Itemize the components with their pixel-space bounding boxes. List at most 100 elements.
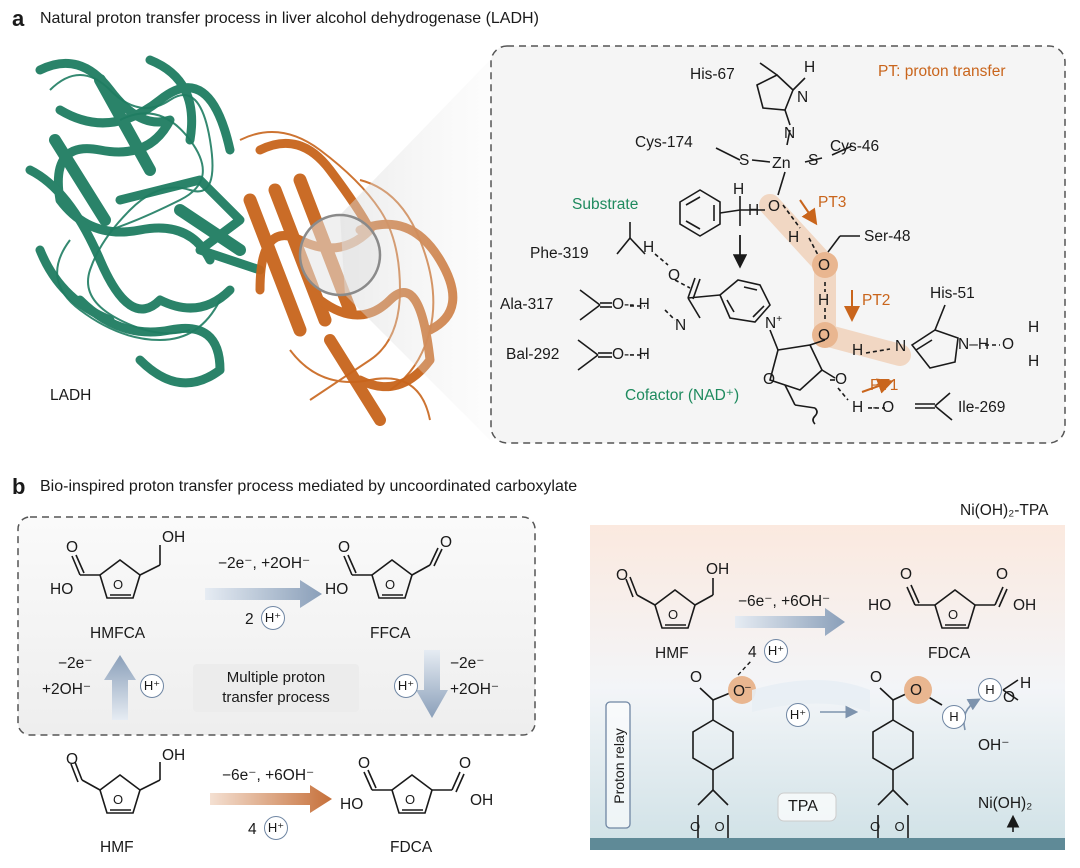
hmf-o1: O <box>66 751 79 768</box>
r-fdca-ring-o: O <box>948 607 959 622</box>
amide-n: N <box>675 317 687 334</box>
panel-a-letter: a <box>12 6 25 31</box>
ile-h: H -- O <box>852 399 895 416</box>
fdca-o2: O <box>459 755 472 772</box>
fdca-o1: O <box>358 755 371 772</box>
ribose-o1: O <box>818 327 831 344</box>
pt2-label: PT2 <box>862 292 891 309</box>
r-hmf-label: HMF <box>655 645 689 662</box>
bottom-h-count: 4 <box>248 821 257 838</box>
water-h2: H <box>1028 353 1040 370</box>
ile269-label: Ile-269 <box>958 399 1006 416</box>
cofactor-label: Cofactor (NAD⁺) <box>625 387 740 404</box>
ribose-o2: O <box>763 371 776 388</box>
ser48-label: Ser-48 <box>864 228 911 245</box>
water-h2-r: H <box>1020 675 1032 692</box>
anchor-o2: O O <box>870 819 905 834</box>
r-fdca-ho: HO <box>868 597 892 614</box>
bal292-label: Bal-292 <box>506 346 560 363</box>
protein-teal-chain <box>25 55 265 388</box>
pt-legend: PT: proton transfer <box>878 63 1006 80</box>
his67-label: His-67 <box>690 66 735 83</box>
catalyst-label: Ni(OH)₂-TPA <box>960 502 1049 519</box>
water-o-r: O <box>1003 689 1016 706</box>
r-h-plus-top: H⁺ <box>764 639 788 663</box>
water-h1: H <box>1028 319 1040 336</box>
oh-minus-label: OH⁻ <box>978 737 1010 754</box>
hmf-ring-o: O <box>113 792 124 807</box>
r-fdca-o2: O <box>996 566 1009 583</box>
tpa2-o: O <box>870 669 883 686</box>
proton-relay-text: Proton relay <box>611 728 627 804</box>
protein-label: LADH <box>50 387 92 404</box>
ribose-o3: O <box>835 371 848 388</box>
ala-oh: O-- H <box>612 296 650 313</box>
ffca-o1: O <box>338 539 351 556</box>
his51-label: His-51 <box>930 285 975 302</box>
ffca-o2: O <box>440 534 453 551</box>
bottom-h-plus: H⁺ <box>264 816 288 840</box>
pt1-label: PT1 <box>870 377 899 394</box>
left-h-plus: H⁺ <box>140 674 164 698</box>
tpa1-o: O <box>690 669 703 686</box>
s2-label: S <box>808 152 819 169</box>
top-arrow-label: −2e⁻, +2OH⁻ <box>218 555 311 572</box>
anchor-o1: O O <box>690 819 725 834</box>
right-arrow-line2: +2OH⁻ <box>450 681 500 698</box>
panel-b-title: Bio-inspired proton transfer process med… <box>40 478 578 495</box>
panel-b-letter: b <box>12 474 26 499</box>
r-fdca-label: FDCA <box>928 645 971 662</box>
water-h: H <box>978 678 1002 702</box>
ffca-label: FFCA <box>370 625 411 642</box>
r-arrow-label: −6e⁻, +6OH⁻ <box>738 593 831 610</box>
ser-o: O <box>818 257 831 274</box>
bal-oh: O-- H <box>612 346 650 363</box>
tpa2-oh-o: O <box>910 682 923 699</box>
zoom-circle <box>298 213 382 297</box>
pt3-h: H <box>788 229 800 246</box>
phe319-label: Phe-319 <box>530 245 589 262</box>
pt2-h: H <box>818 292 830 309</box>
amide-o: O <box>668 267 681 284</box>
center-line2: transfer process <box>222 689 330 706</box>
hmfca-label: HMFCA <box>90 625 146 642</box>
r-hmf-o: O <box>616 567 629 584</box>
water-o: O <box>1002 336 1015 353</box>
tpa1-o-minus: O– <box>733 682 751 701</box>
pt1-h: H <box>852 342 864 359</box>
r-h-plus-transfer: H⁺ <box>786 703 810 727</box>
s1-label: S <box>739 152 750 169</box>
proton-relay-label: Proton relay <box>609 708 627 824</box>
fdca-label: FDCA <box>390 839 433 856</box>
hmfca-o1: O <box>66 539 79 556</box>
ala317-label: Ala-317 <box>500 296 554 313</box>
his51-n1: N <box>895 338 907 355</box>
fdca-oh: OH <box>470 792 494 809</box>
fdca-ho: HO <box>340 796 364 813</box>
r-hmf-ring-o: O <box>668 607 679 622</box>
r-hmf-oh: OH <box>706 561 730 578</box>
pyr-n: N+ <box>765 314 783 333</box>
r-h-count: 4 <box>748 644 757 661</box>
cys174-label: Cys-174 <box>635 134 693 151</box>
right-h-plus: H⁺ <box>394 674 418 698</box>
pt3-label: PT3 <box>818 194 847 211</box>
phe-h: H <box>643 239 655 256</box>
sub-o: O <box>768 198 781 215</box>
substrate-label: Substrate <box>572 196 639 213</box>
sub-h1: H <box>733 181 745 198</box>
his67-h: H <box>804 59 816 76</box>
his67-n2: N <box>784 125 796 142</box>
ffca-ring-o: O <box>385 577 396 592</box>
panel-a-detail-box <box>490 45 1066 444</box>
ffca-ho: HO <box>325 581 349 598</box>
left-arrow-line1: −2e⁻ <box>58 655 93 672</box>
hmfca-ho: HO <box>50 581 74 598</box>
hmfca-oh: OH <box>162 529 186 546</box>
zn-label: Zn <box>772 155 791 172</box>
center-line1: Multiple proton <box>226 669 326 686</box>
his51-n2: N–H <box>958 336 990 353</box>
hmf-label: HMF <box>100 839 134 856</box>
hmf-oh: OH <box>162 747 186 764</box>
bottom-arrow-label: −6e⁻, +6OH⁻ <box>222 767 315 784</box>
